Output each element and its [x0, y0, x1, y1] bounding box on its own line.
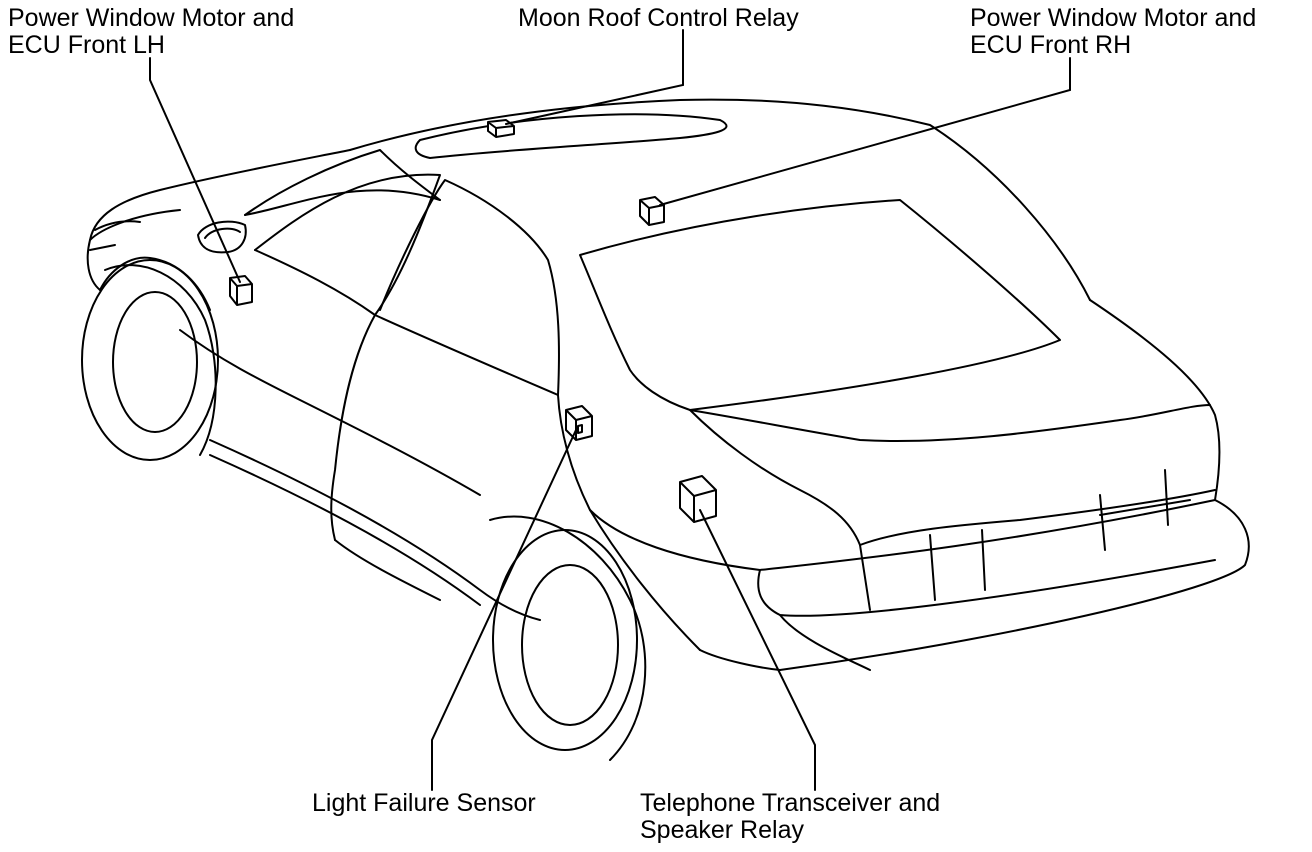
label-power-window-lh-line2: ECU Front LH [8, 31, 165, 59]
label-telephone-line2: Speaker Relay [640, 816, 804, 844]
label-moon-roof-line1: Moon Roof Control Relay [518, 4, 799, 32]
leader-lines [149, 29, 1071, 791]
leader-telephone [699, 509, 816, 791]
label-power-window-lh: Power Window Motor and ECU Front LH [8, 5, 294, 59]
car-body-outline [81, 98, 1250, 761]
leader-light-failure [431, 429, 577, 791]
leader-power-window-lh [149, 57, 241, 283]
telephone-transceiver-component [679, 475, 717, 523]
label-telephone-transceiver: Telephone Transceiver and Speaker Relay [640, 790, 940, 844]
light-failure-sensor-component [565, 405, 593, 441]
power-window-rh-component [639, 196, 665, 226]
leader-power-window-rh [659, 57, 1071, 206]
component-boxes [229, 119, 717, 523]
label-telephone-line1: Telephone Transceiver and [640, 789, 941, 817]
label-light-failure-sensor: Light Failure Sensor [312, 790, 536, 817]
label-power-window-rh-line2: ECU Front RH [970, 31, 1132, 59]
leader-moon-roof [505, 29, 684, 125]
label-power-window-lh-line1: Power Window Motor and [8, 4, 295, 32]
label-moon-roof-relay: Moon Roof Control Relay [518, 5, 799, 32]
label-power-window-rh-line1: Power Window Motor and [970, 4, 1257, 32]
power-window-lh-component [229, 275, 253, 306]
label-light-failure-line1: Light Failure Sensor [312, 789, 536, 817]
label-power-window-rh: Power Window Motor and ECU Front RH [970, 5, 1256, 59]
